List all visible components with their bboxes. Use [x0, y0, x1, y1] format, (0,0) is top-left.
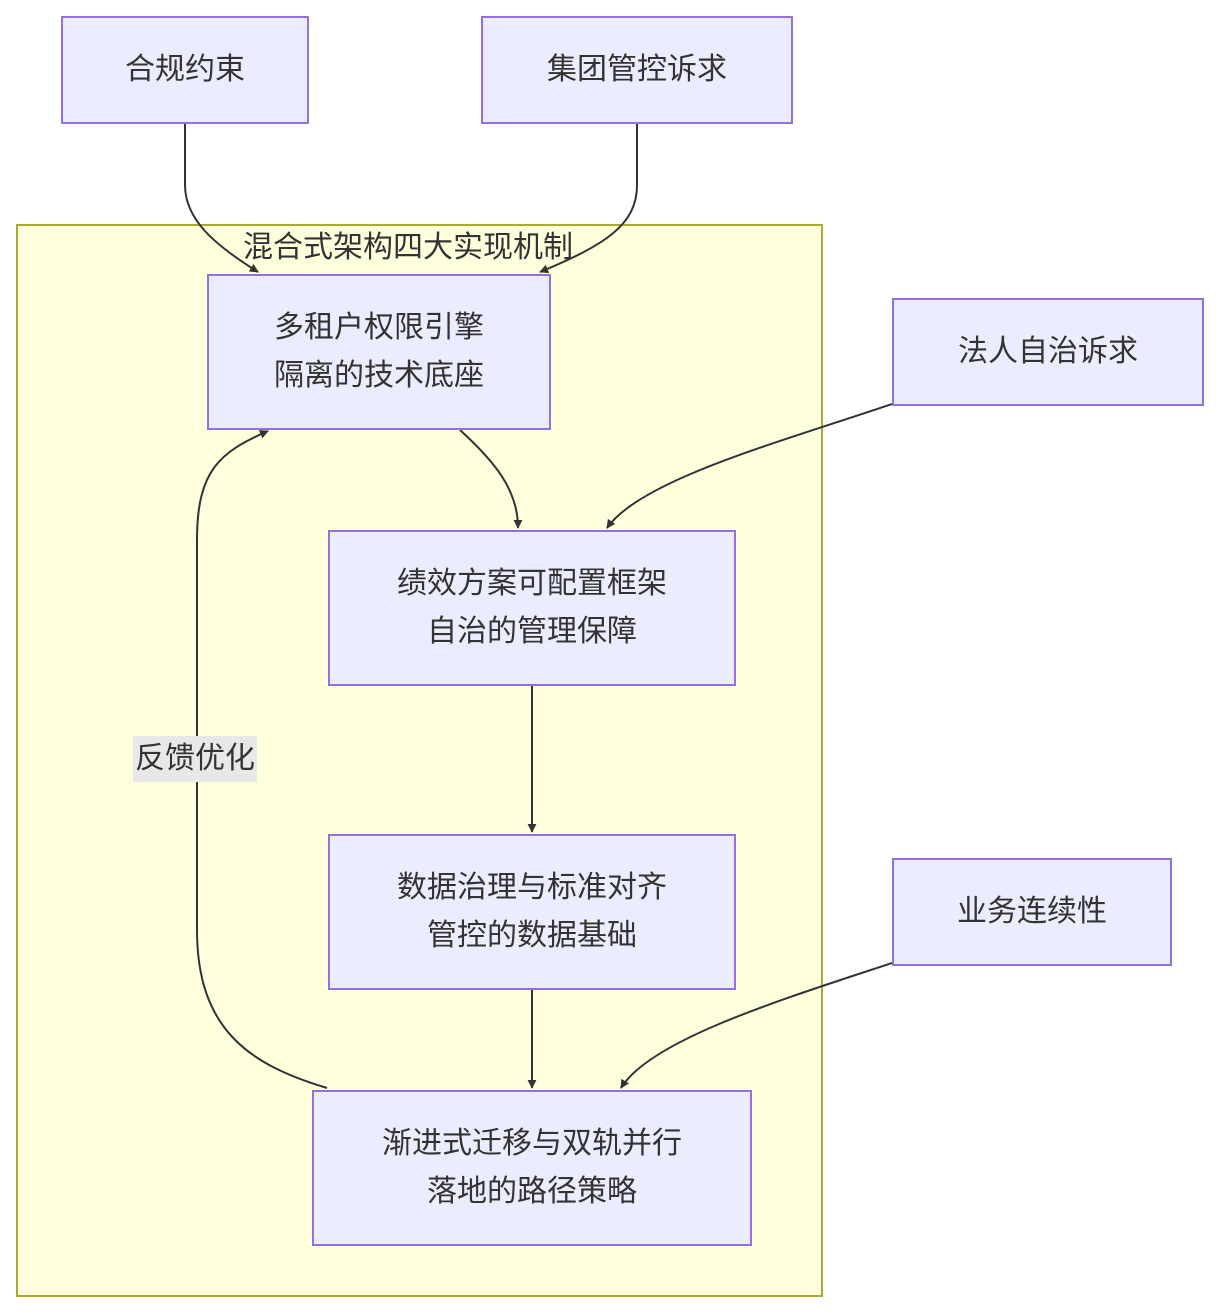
edge-business-continuity-to-mechanism4 — [620, 962, 893, 1089]
edge-legal-autonomy-to-mechanism2 — [606, 403, 893, 529]
node-group-control[interactable]: 集团管控诉求 — [481, 16, 793, 124]
node-compliance[interactable]: 合规约束 — [61, 16, 309, 124]
node-mechanism2[interactable]: 绩效方案可配置框架 自治的管理保障 — [328, 530, 736, 686]
node-mechanism1-line2: 隔离的技术底座 — [274, 358, 484, 393]
edge-mechanism4-feedback-to-mechanism1 — [196, 430, 328, 1089]
edge-compliance-to-mechanism1 — [184, 124, 259, 273]
node-mechanism2-line2: 自治的管理保障 — [427, 614, 637, 649]
node-mechanism2-line1: 绩效方案可配置框架 — [397, 566, 667, 601]
cluster-title: 混合式架构四大实现机制 — [243, 230, 573, 265]
node-legal-autonomy-label: 法人自治诉求 — [958, 334, 1138, 369]
node-mechanism3-line2: 管控的数据基础 — [427, 918, 637, 953]
edge-group-control-to-mechanism1 — [539, 124, 638, 274]
edge-mechanism1-to-mechanism2 — [459, 429, 523, 529]
node-legal-autonomy[interactable]: 法人自治诉求 — [892, 298, 1204, 406]
node-mechanism4[interactable]: 渐进式迁移与双轨并行 落地的路径策略 — [312, 1090, 752, 1246]
node-business-continuity-label: 业务连续性 — [957, 894, 1107, 929]
node-mechanism4-line1: 渐进式迁移与双轨并行 — [382, 1126, 682, 1161]
node-mechanism3-line1: 数据治理与标准对齐 — [397, 870, 667, 905]
node-compliance-label: 合规约束 — [125, 52, 245, 87]
node-group-control-label: 集团管控诉求 — [547, 52, 727, 87]
node-mechanism1[interactable]: 多租户权限引擎 隔离的技术底座 — [207, 274, 551, 430]
node-mechanism3[interactable]: 数据治理与标准对齐 管控的数据基础 — [328, 834, 736, 990]
node-mechanism4-line2: 落地的路径策略 — [427, 1174, 637, 1209]
node-business-continuity[interactable]: 业务连续性 — [892, 858, 1172, 966]
edge-label-feedback: 反馈优化 — [133, 736, 257, 782]
node-mechanism1-line1: 多租户权限引擎 — [274, 310, 484, 345]
